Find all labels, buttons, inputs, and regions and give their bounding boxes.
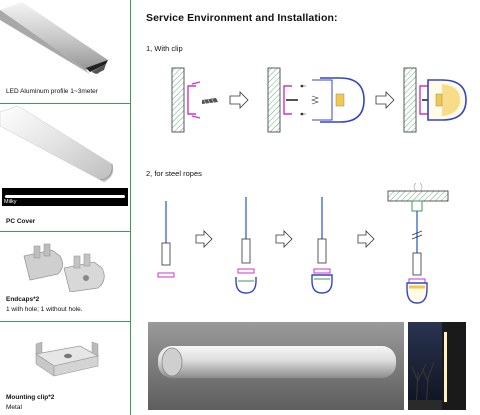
arrow-icon: [229, 91, 249, 109]
step-2-label: 2, for steel ropes: [146, 169, 202, 178]
endcaps-cell: Endcaps*2 1 with hole; 1 without hole.: [0, 232, 130, 322]
arrow-icon: [375, 91, 395, 109]
clip-note: Metal: [6, 404, 22, 411]
steel-rope-installation-diagram: [157, 183, 449, 304]
profile-cell: LED Aluminum profile 1~3meter: [0, 0, 130, 104]
clip-cell: Mounting clip*2 Metal: [0, 322, 130, 415]
arrow-icon: [275, 230, 293, 248]
product-parts-column: LED Aluminum profile 1~3meter Milky PC C…: [0, 0, 131, 415]
cover-caption: PC Cover: [6, 218, 36, 225]
cover-cell: Milky PC Cover: [0, 104, 130, 232]
wall-with-profile: [267, 67, 365, 133]
milky-light-strip: [2, 188, 128, 206]
aluminum-profile-image: [0, 2, 108, 74]
wall-assembled: [403, 67, 467, 133]
clip-title: Mounting clip*2: [6, 394, 55, 401]
arrow-icon: [357, 230, 375, 248]
wall-with-clip: [171, 67, 218, 133]
profile-caption: LED Aluminum profile 1~3meter: [6, 88, 98, 95]
clip-installation-diagram: [171, 67, 467, 133]
step-1-label: 1, With clip: [146, 44, 183, 53]
assembled-profile-photo: [148, 322, 404, 410]
rope-step-b: [235, 197, 257, 294]
rope-step-a: [157, 201, 175, 278]
installation-title: Service Environment and Installation:: [146, 12, 338, 24]
mounting-clip-image: [34, 341, 100, 377]
endcaps-note: 1 with hole; 1 without hole.: [6, 306, 83, 313]
arrow-icon: [195, 230, 213, 248]
ceiling-mount: [387, 183, 449, 212]
rope-step-d: [406, 211, 428, 304]
endcaps-title: Endcaps*2: [6, 296, 40, 303]
installation-panel: Service Environment and Installation: 1,…: [132, 0, 480, 415]
night-application-photo: [408, 322, 466, 410]
milky-label: Milky: [4, 199, 17, 205]
rope-step-c: [311, 197, 333, 294]
pc-cover-image: [0, 106, 114, 183]
endcaps-image: [23, 243, 105, 292]
